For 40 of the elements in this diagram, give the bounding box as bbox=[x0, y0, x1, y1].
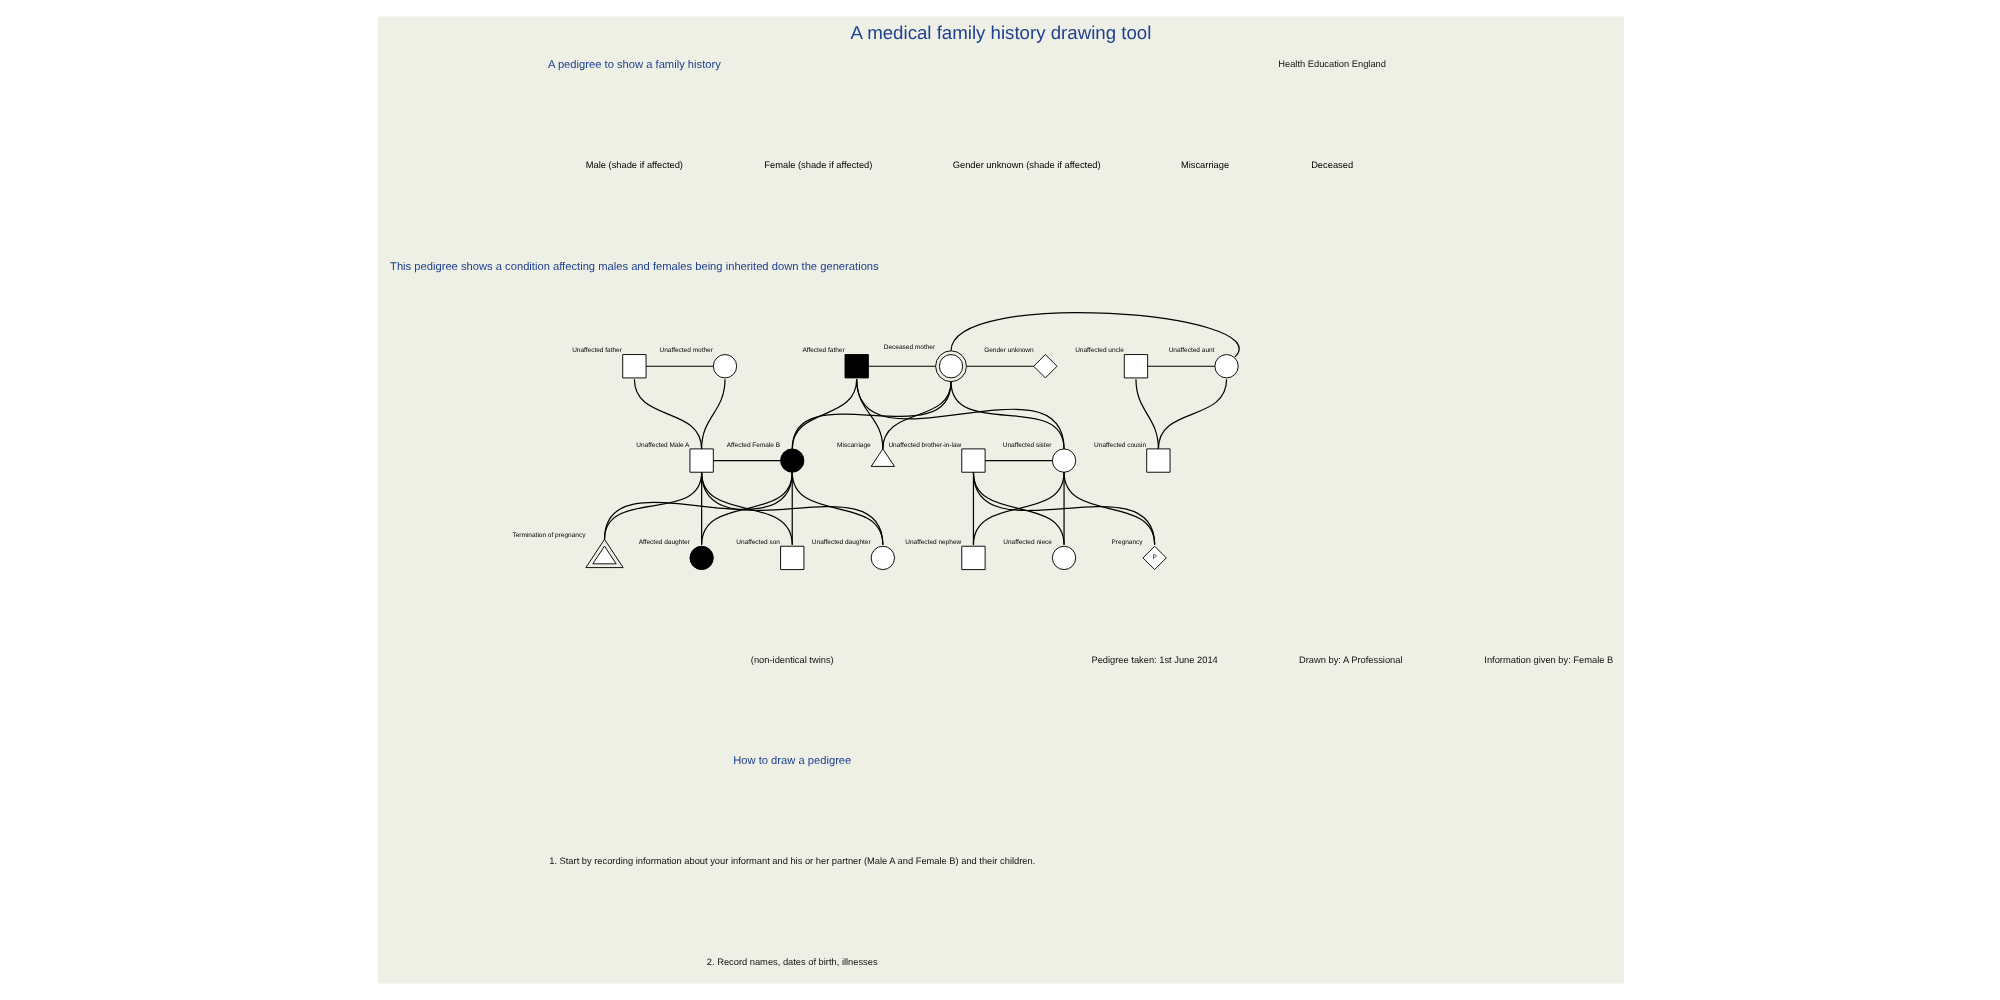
connector bbox=[983, 459, 1052, 462]
connector bbox=[964, 365, 1034, 367]
connector bbox=[1156, 378, 1227, 450]
node-circle bbox=[779, 448, 804, 473]
connector bbox=[949, 381, 1064, 450]
node-box bbox=[621, 354, 646, 379]
node-box bbox=[960, 545, 985, 571]
connector bbox=[700, 471, 883, 546]
node-box bbox=[688, 448, 713, 473]
diagram-title: A medical family history drawing tool bbox=[849, 22, 1151, 43]
connector bbox=[971, 471, 1155, 546]
connector bbox=[1062, 471, 1064, 546]
connector bbox=[971, 471, 1064, 546]
node-box bbox=[843, 354, 868, 379]
node-circle bbox=[1050, 448, 1076, 473]
connector bbox=[602, 471, 702, 541]
connector bbox=[1146, 365, 1215, 367]
node-box bbox=[960, 448, 985, 473]
connector bbox=[632, 378, 702, 450]
node-box bbox=[1122, 354, 1148, 379]
node-box bbox=[779, 545, 804, 571]
connector bbox=[602, 471, 792, 541]
node-circle bbox=[1213, 354, 1238, 379]
connector bbox=[881, 381, 951, 450]
node-diamond bbox=[1032, 354, 1057, 379]
connector bbox=[644, 365, 713, 367]
connector bbox=[1062, 471, 1155, 546]
connector bbox=[855, 378, 1064, 450]
node-circle bbox=[1050, 545, 1076, 571]
connector bbox=[790, 381, 951, 450]
node-triangle bbox=[869, 448, 894, 467]
connector bbox=[700, 378, 725, 450]
node-box bbox=[1145, 448, 1170, 473]
connector bbox=[711, 459, 781, 462]
node-circle bbox=[688, 545, 713, 571]
connector bbox=[866, 365, 936, 367]
node-circle bbox=[711, 354, 737, 379]
connector bbox=[1134, 378, 1158, 450]
node-circle bbox=[869, 545, 894, 571]
connector bbox=[949, 312, 1239, 358]
